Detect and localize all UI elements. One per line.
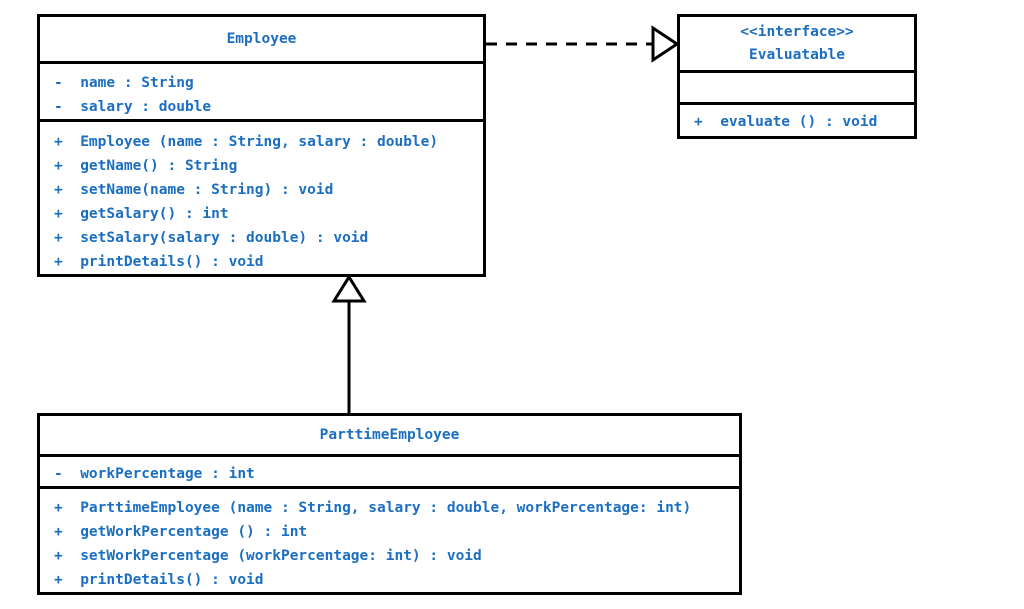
class-methods-compartment: + Employee (name : String, salary : doub… bbox=[40, 119, 483, 274]
uml-interface-evaluatable[interactable]: <<interface>> Evaluatable + evaluate () … bbox=[677, 14, 917, 139]
method-row: + printDetails() : void bbox=[54, 254, 264, 270]
interface-attributes-compartment bbox=[680, 70, 914, 102]
attribute-row: - name : String bbox=[54, 75, 194, 91]
interface-methods-compartment: + evaluate () : void bbox=[680, 102, 914, 136]
attribute-row: - salary : double bbox=[54, 99, 212, 115]
class-attributes-compartment: - name : String - salary : double bbox=[40, 61, 483, 119]
method-row: + ParttimeEmployee (name : String, salar… bbox=[54, 500, 692, 516]
method-row: + getWorkPercentage () : int bbox=[54, 524, 308, 540]
class-methods-compartment: + ParttimeEmployee (name : String, salar… bbox=[40, 486, 739, 592]
uml-class-employee[interactable]: Employee - name : String - salary : doub… bbox=[37, 14, 486, 277]
attribute-row: - workPercentage : int bbox=[54, 466, 255, 482]
method-row: + setName(name : String) : void bbox=[54, 182, 334, 198]
method-row: + printDetails() : void bbox=[54, 572, 264, 588]
uml-class-parttime-employee[interactable]: ParttimeEmployee - workPercentage : int … bbox=[37, 413, 742, 595]
method-row: + setSalary(salary : double) : void bbox=[54, 230, 369, 246]
generalization-connector-parttime-employee bbox=[331, 274, 367, 413]
class-name-compartment: Employee bbox=[40, 17, 483, 61]
method-row: + setWorkPercentage (workPercentage: int… bbox=[54, 548, 482, 564]
interface-title: Evaluatable bbox=[748, 46, 846, 63]
realization-connector-employee-evaluatable bbox=[486, 25, 680, 63]
class-title: Employee bbox=[226, 30, 297, 47]
class-attributes-compartment: - workPercentage : int bbox=[40, 454, 739, 486]
class-name-compartment: ParttimeEmployee bbox=[40, 416, 739, 454]
method-row: + evaluate () : void bbox=[694, 114, 878, 130]
method-row: + getSalary() : int bbox=[54, 206, 229, 222]
method-row: + getName() : String bbox=[54, 158, 238, 174]
interface-stereotype: <<interface>> bbox=[740, 23, 854, 40]
method-row: + Employee (name : String, salary : doub… bbox=[54, 134, 439, 150]
interface-name-compartment: <<interface>> Evaluatable bbox=[680, 17, 914, 70]
class-title: ParttimeEmployee bbox=[319, 426, 460, 443]
hollow-triangle-arrowhead-icon bbox=[651, 25, 680, 63]
hollow-triangle-arrowhead-icon bbox=[331, 274, 367, 303]
